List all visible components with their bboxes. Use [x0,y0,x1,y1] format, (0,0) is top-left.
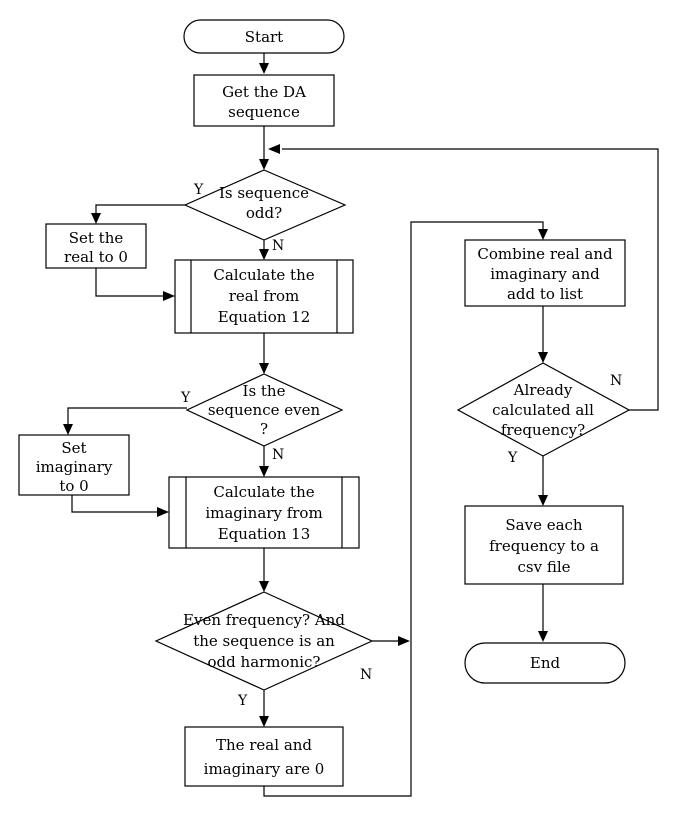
label-odd-no: N [272,238,284,254]
node-set-real: Set the real to 0 [45,223,147,269]
arrowhead [259,363,269,374]
node-set-real-line-2: real to 0 [64,248,128,266]
node-set-imag-line-1: Set [61,439,86,457]
arrowhead [259,581,269,592]
node-is-even-decision: Is the sequence even ? [185,373,344,447]
node-calc-real-line-2: real from [229,287,300,305]
node-even-freq-line-3: odd harmonic? [208,653,321,671]
node-set-imag-line-3: to 0 [59,477,88,495]
arrowhead [259,63,269,74]
node-is-even-line-1: Is the [243,382,286,400]
arrowhead [157,507,169,517]
arrowhead [259,716,269,727]
node-save-line-1: Save each [505,516,583,534]
arrowhead [538,352,548,363]
label-odd-yes: Y [193,182,204,198]
node-save-line-2: frequency to a [489,537,599,555]
node-set-imag-line-2: imaginary [36,458,113,476]
node-combine-line-1: Combine real and [477,245,613,263]
node-zero-line-1: The real and [216,736,312,754]
node-combine-line-3: add to list [507,285,583,303]
node-already-line-2: calculated all [492,401,594,419]
node-is-even-line-2: sequence even [208,401,321,419]
arrowhead [538,229,548,240]
node-zero-line-2: imaginary are 0 [204,760,325,778]
node-calc-real: Calculate the real from Equation 12 [174,259,354,334]
node-calc-imag: Calculate the imaginary from Equation 13 [168,476,360,549]
edge-loop-back [282,148,659,411]
edge-zero-to-combine [263,221,544,797]
node-already-line-1: Already [513,381,573,399]
node-start-label: Start [245,28,283,46]
edge-even-yes [67,407,187,425]
node-even-freq-decision: Even frequency? And the sequence is an o… [154,591,374,691]
node-is-odd-decision: Is sequence odd? [183,169,347,241]
node-end-label: End [530,654,561,672]
node-calc-imag-line-1: Calculate the [213,483,314,501]
arrowhead [538,631,548,642]
node-end: End [464,642,626,684]
node-even-freq-line-2: the sequence is an [193,632,335,650]
node-calc-imag-line-2: imaginary from [205,504,322,522]
label-already-no: N [610,373,622,389]
node-combine-line-2: imaginary and [490,265,600,283]
arrowhead [163,291,175,301]
label-evenfreq-yes: Y [237,693,248,709]
node-calc-real-line-1: Calculate the [213,266,314,284]
edge-odd-yes [95,204,185,214]
node-start: Start [183,19,345,54]
label-even-no: N [272,447,284,463]
arrowhead [538,495,548,506]
label-evenfreq-no: N [360,667,372,683]
node-get-da: Get the DA sequence [193,74,335,127]
node-get-da-line-2: sequence [228,103,300,121]
node-is-odd-line-2: odd? [246,204,282,222]
edge-set-imag-to-calc [71,495,157,513]
node-already-line-3: frequency? [501,421,585,439]
node-save-line-3: csv file [517,558,570,576]
arrowhead [259,159,269,170]
label-already-yes: Y [507,450,518,466]
node-calc-real-line-3: Equation 12 [218,308,311,326]
edge-labels: Y N Y N Y N N Y [180,182,622,709]
arrowhead [259,466,269,477]
arrowhead [398,636,410,646]
arrowhead [259,249,269,260]
node-zero: The real and imaginary are 0 [184,726,344,787]
arrowhead [91,213,101,224]
node-is-even-line-3: ? [260,420,268,438]
edges [63,53,659,797]
node-set-imag: Set imaginary to 0 [18,434,130,496]
label-even-yes: Y [180,390,191,406]
node-is-odd-line-1: Is sequence [219,184,309,202]
arrowhead [63,424,73,435]
arrowhead [268,144,280,154]
node-calc-imag-line-3: Equation 13 [218,525,311,543]
node-combine: Combine real and imaginary and add to li… [464,239,626,307]
edge-set-real-to-calc [95,268,163,297]
node-even-freq-line-1: Even frequency? And [183,611,345,629]
node-save: Save each frequency to a csv file [464,505,624,585]
node-get-da-line-1: Get the DA [222,83,306,101]
node-set-real-line-1: Set the [69,229,124,247]
node-already-decision: Already calculated all frequency? [456,362,631,457]
